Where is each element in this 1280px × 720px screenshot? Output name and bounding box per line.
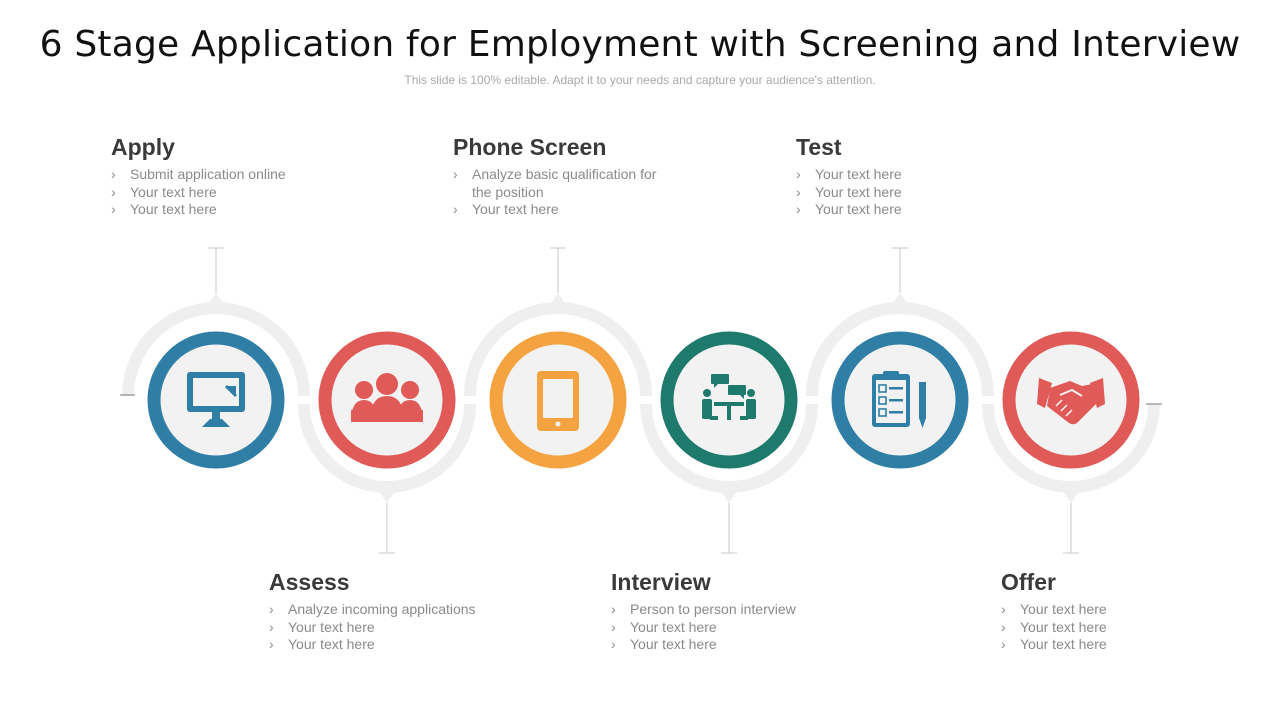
chevron-right-icon: › xyxy=(611,636,616,652)
stage-offer: Offer ›Your text here ›Your text here ›Y… xyxy=(1001,569,1201,654)
stage-bullets: ›Your text here ›Your text here ›Your te… xyxy=(1001,601,1201,654)
bullet-item: ›Your text here xyxy=(269,636,375,652)
stage-apply: Apply ›Submit application online ›Your t… xyxy=(111,134,341,219)
chevron-right-icon: › xyxy=(269,601,274,617)
stage-test: Test ›Your text here ›Your text here ›Yo… xyxy=(796,134,1026,219)
chevron-right-icon: › xyxy=(796,166,801,182)
stage-heading: Assess xyxy=(269,569,350,595)
connector-lines xyxy=(208,247,1079,554)
chevron-right-icon: › xyxy=(796,201,801,217)
stage-bullets: ›Analyze basic qualification for the pos… xyxy=(453,166,678,219)
handshake-icon xyxy=(1037,378,1105,425)
bullet-item: ›Your text here xyxy=(1001,601,1107,617)
bullet-item: ›Your text here xyxy=(796,166,902,182)
bullet-item: ›Your text here xyxy=(111,183,217,200)
bullet-item: ›Your text here xyxy=(111,201,217,217)
chevron-right-icon: › xyxy=(1001,601,1006,617)
chevron-right-icon: › xyxy=(453,166,458,182)
chevron-right-icon: › xyxy=(611,618,616,635)
bullet-item: ›Your text here xyxy=(269,618,375,635)
computer-cursor-icon xyxy=(187,372,245,427)
bullet-item: ›Analyze incoming applications xyxy=(269,601,476,617)
page-title: 6 Stage Application for Employment with … xyxy=(39,24,1241,65)
chevron-right-icon: › xyxy=(269,636,274,652)
chevron-right-icon: › xyxy=(453,201,458,217)
stage-phone-screen: Phone Screen ›Analyze basic qualificatio… xyxy=(453,134,678,219)
stage-assess: Assess ›Analyze incoming applications ›Y… xyxy=(269,569,499,654)
bullet-item: ›Your text here xyxy=(1001,636,1107,652)
chevron-right-icon: › xyxy=(796,183,801,200)
bullet-item: ›Person to person interview xyxy=(611,601,796,617)
chevron-right-icon: › xyxy=(111,201,116,217)
meeting-table-icon xyxy=(702,374,756,420)
chevron-right-icon: › xyxy=(1001,636,1006,652)
bullet-item: ›Analyze basic qualification for the pos… xyxy=(453,166,657,200)
stage-heading: Phone Screen xyxy=(453,134,607,160)
stage-circle-interview xyxy=(660,331,798,469)
bullet-item: ›Your text here xyxy=(796,201,902,217)
stage-bullets: ›Analyze incoming applications ›Your tex… xyxy=(269,601,499,654)
bullet-item: ›Submit application online xyxy=(111,166,286,182)
bullet-item: ›Your text here xyxy=(796,183,902,200)
stage-bullets: ›Person to person interview ›Your text h… xyxy=(611,601,841,654)
tablet-phone-icon xyxy=(537,371,579,431)
bullet-item: ›Your text here xyxy=(611,618,717,635)
chevron-right-icon: › xyxy=(611,601,616,617)
chevron-right-icon: › xyxy=(111,166,116,182)
stage-heading: Test xyxy=(796,134,842,160)
bullet-item: ›Your text here xyxy=(453,201,559,217)
stage-heading: Offer xyxy=(1001,569,1056,595)
bullet-item: ›Your text here xyxy=(1001,618,1107,635)
clipboard-checklist-icon xyxy=(872,371,926,428)
track-pointers xyxy=(205,293,1082,503)
stage-bullets: ›Your text here ›Your text here ›Your te… xyxy=(796,166,1026,219)
stage-heading: Interview xyxy=(611,569,711,595)
stage-heading: Apply xyxy=(111,134,175,160)
chevron-right-icon: › xyxy=(1001,618,1006,635)
stage-interview: Interview ›Person to person interview ›Y… xyxy=(611,569,841,654)
group-people-icon xyxy=(351,373,423,422)
bullet-item: ›Your text here xyxy=(611,636,717,652)
stage-bullets: ›Submit application online ›Your text he… xyxy=(111,166,341,219)
page-subtitle: This slide is 100% editable. Adapt it to… xyxy=(404,73,876,87)
chevron-right-icon: › xyxy=(111,183,116,200)
chevron-right-icon: › xyxy=(269,618,274,635)
